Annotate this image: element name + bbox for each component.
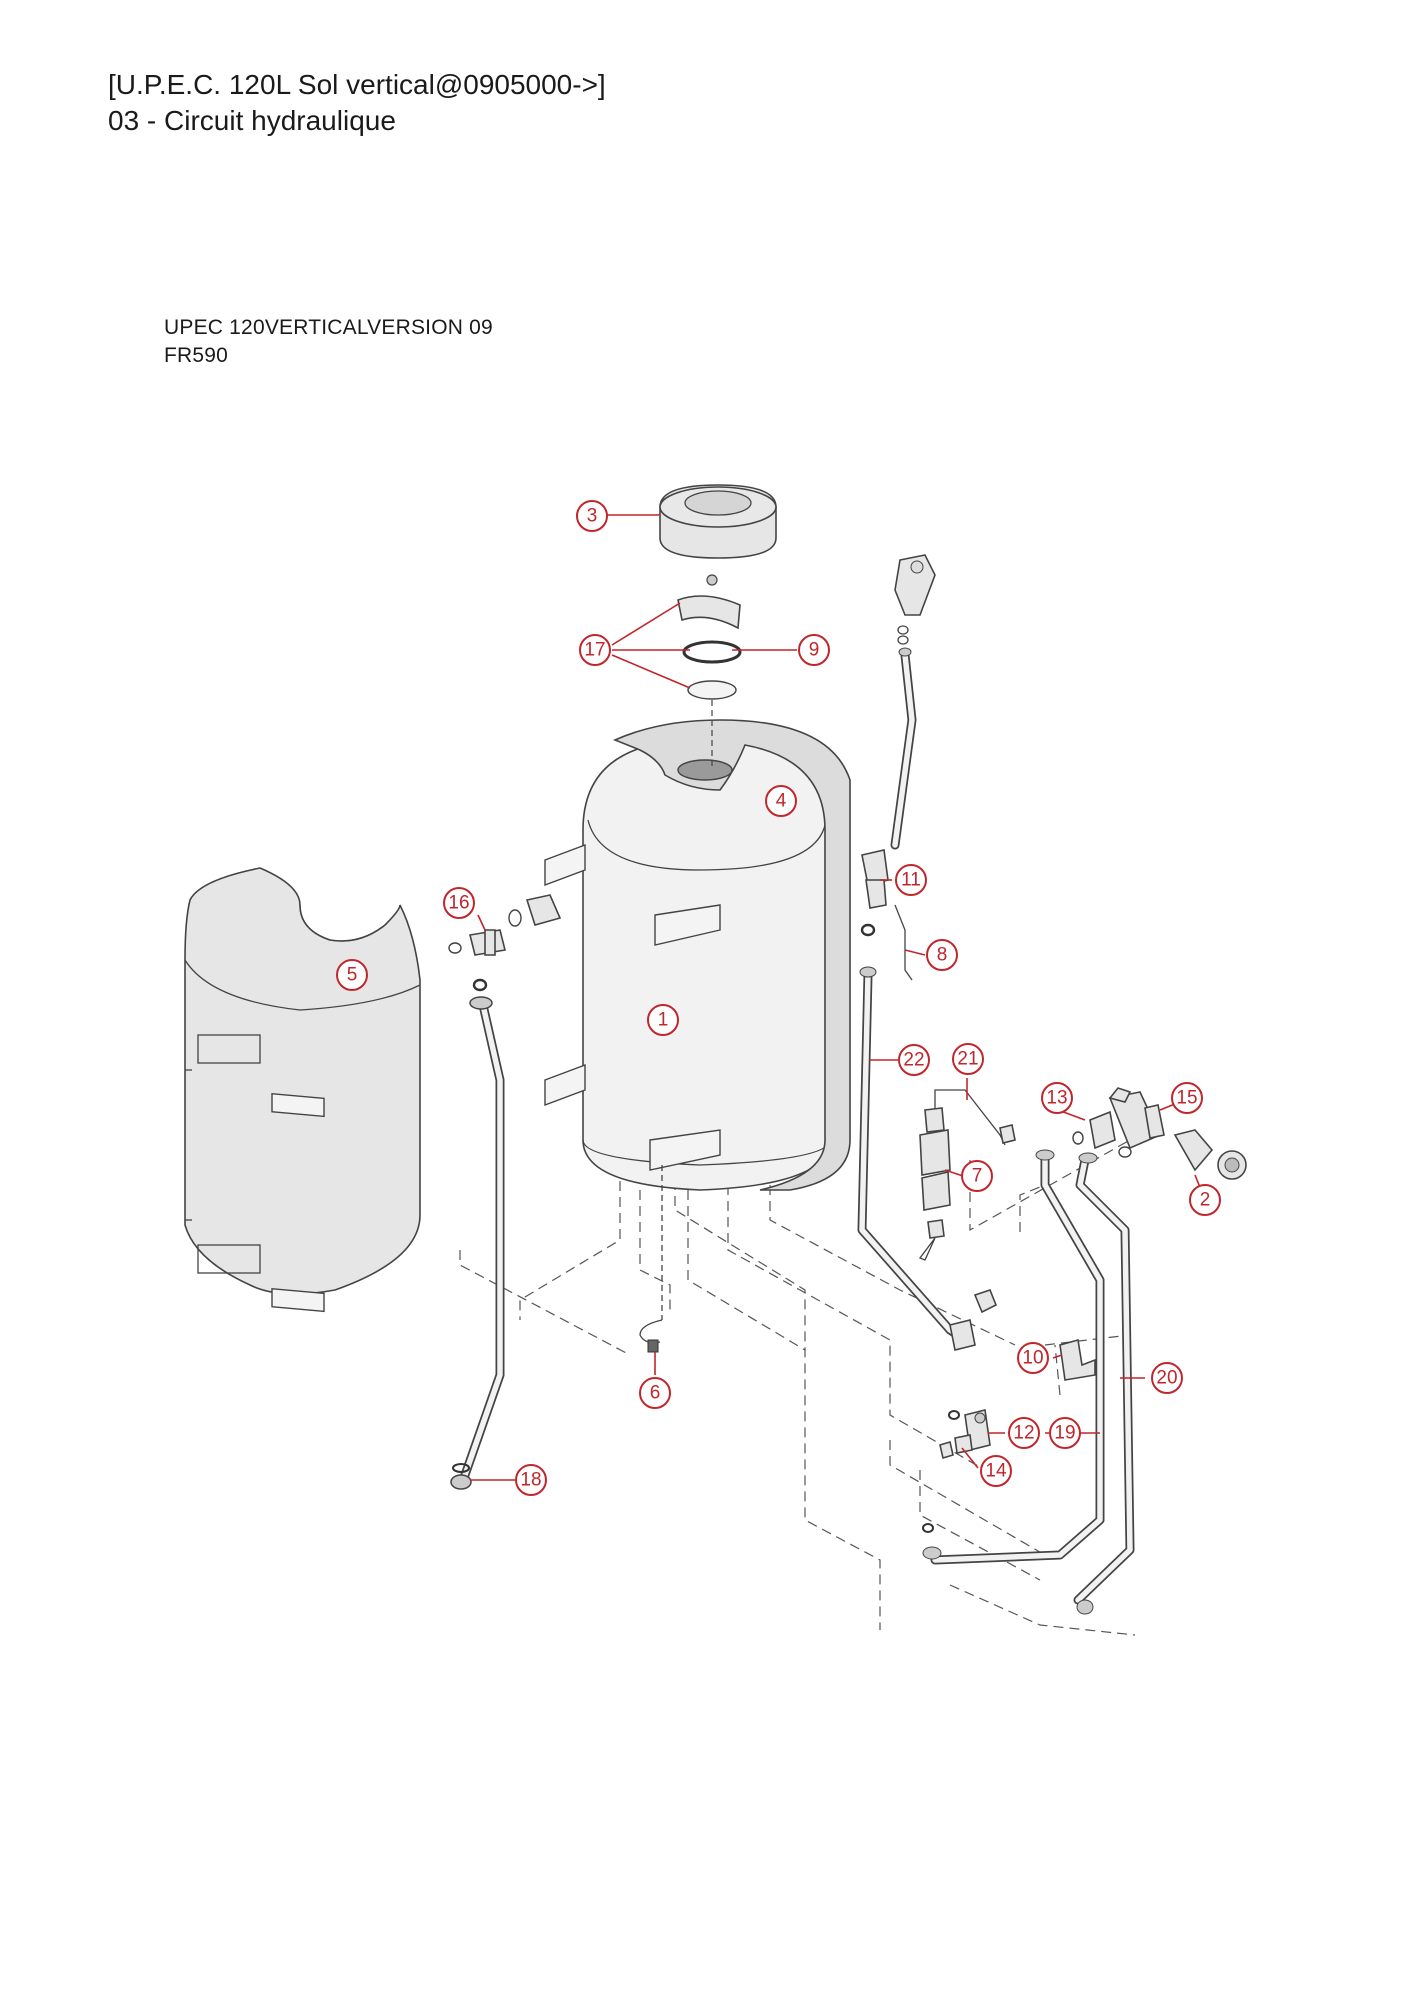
callout-17: 17 bbox=[579, 634, 611, 666]
svg-text:16: 16 bbox=[448, 893, 469, 914]
callout-8: 8 bbox=[926, 939, 958, 971]
callout-22: 22 bbox=[898, 1044, 930, 1076]
top-cap bbox=[659, 484, 777, 559]
right-valve-group bbox=[1072, 1087, 1247, 1180]
water-tank bbox=[544, 719, 851, 1191]
callout-20: 20 bbox=[1151, 1362, 1183, 1394]
callout-21: 21 bbox=[952, 1043, 984, 1075]
callout-2: 2 bbox=[1189, 1184, 1221, 1216]
svg-text:17: 17 bbox=[584, 640, 605, 661]
pipe-8 bbox=[894, 904, 913, 981]
svg-text:11: 11 bbox=[901, 870, 921, 891]
svg-text:2: 2 bbox=[1200, 1190, 1211, 1211]
outer-jacket bbox=[184, 867, 421, 1313]
safety-valve-7 bbox=[918, 1107, 951, 1261]
pipe-21 bbox=[934, 1089, 1016, 1146]
svg-text:7: 7 bbox=[972, 1166, 983, 1187]
svg-text:12: 12 bbox=[1013, 1423, 1034, 1444]
document-title: [U.P.E.C. 120L Sol vertical@0905000->] bbox=[108, 69, 606, 100]
svg-text:22: 22 bbox=[903, 1050, 924, 1071]
model-name: UPEC 120VERTICALVERSION 09 bbox=[164, 316, 493, 339]
svg-text:20: 20 bbox=[1156, 1368, 1177, 1389]
callout-18: 18 bbox=[515, 1464, 547, 1496]
callout-10: 10 bbox=[1017, 1342, 1049, 1374]
callout-7: 7 bbox=[961, 1160, 993, 1192]
callout-5: 5 bbox=[336, 959, 368, 991]
bracket-10 bbox=[1059, 1338, 1096, 1381]
callout-9: 9 bbox=[798, 634, 830, 666]
svg-text:19: 19 bbox=[1054, 1423, 1075, 1444]
pipe-20 bbox=[1073, 1152, 1135, 1615]
top-right-fitting bbox=[860, 554, 936, 937]
svg-text:1: 1 bbox=[658, 1010, 669, 1031]
document-subtitle: 03 - Circuit hydraulique bbox=[108, 105, 396, 136]
callout-16: 16 bbox=[443, 887, 475, 919]
svg-text:13: 13 bbox=[1046, 1088, 1067, 1109]
callout-15: 15 bbox=[1171, 1082, 1203, 1114]
callout-19: 19 bbox=[1049, 1417, 1081, 1449]
callout-11: 11 bbox=[895, 864, 927, 896]
fitting-19-bottom bbox=[922, 1523, 934, 1533]
svg-text:8: 8 bbox=[937, 945, 948, 966]
callout-4: 4 bbox=[765, 785, 797, 817]
svg-text:14: 14 bbox=[985, 1461, 1007, 1482]
flange-assembly bbox=[677, 574, 742, 770]
callout-6: 6 bbox=[639, 1377, 671, 1409]
temperature-sensor bbox=[639, 1165, 663, 1353]
svg-text:21: 21 bbox=[957, 1049, 978, 1070]
svg-text:9: 9 bbox=[809, 640, 820, 661]
svg-text:5: 5 bbox=[347, 965, 358, 986]
svg-text:3: 3 bbox=[587, 506, 598, 527]
svg-text:6: 6 bbox=[650, 1383, 661, 1404]
pipe-19 bbox=[922, 1149, 1105, 1565]
assembly-guides bbox=[459, 1139, 1136, 1636]
callout-3: 3 bbox=[576, 500, 608, 532]
svg-text:15: 15 bbox=[1176, 1088, 1197, 1109]
svg-text:18: 18 bbox=[520, 1470, 541, 1491]
callout-14: 14 bbox=[980, 1455, 1012, 1487]
left-valve-assembly bbox=[448, 894, 562, 992]
callout-13: 13 bbox=[1041, 1082, 1073, 1114]
svg-text:10: 10 bbox=[1022, 1348, 1043, 1369]
fitting-14 bbox=[939, 1434, 973, 1460]
pipe-22 bbox=[857, 966, 998, 1351]
callout-1: 1 bbox=[647, 1004, 679, 1036]
callout-12: 12 bbox=[1008, 1417, 1040, 1449]
model-code: FR590 bbox=[164, 344, 229, 367]
pipe-18 bbox=[450, 996, 505, 1490]
svg-text:4: 4 bbox=[776, 791, 787, 812]
